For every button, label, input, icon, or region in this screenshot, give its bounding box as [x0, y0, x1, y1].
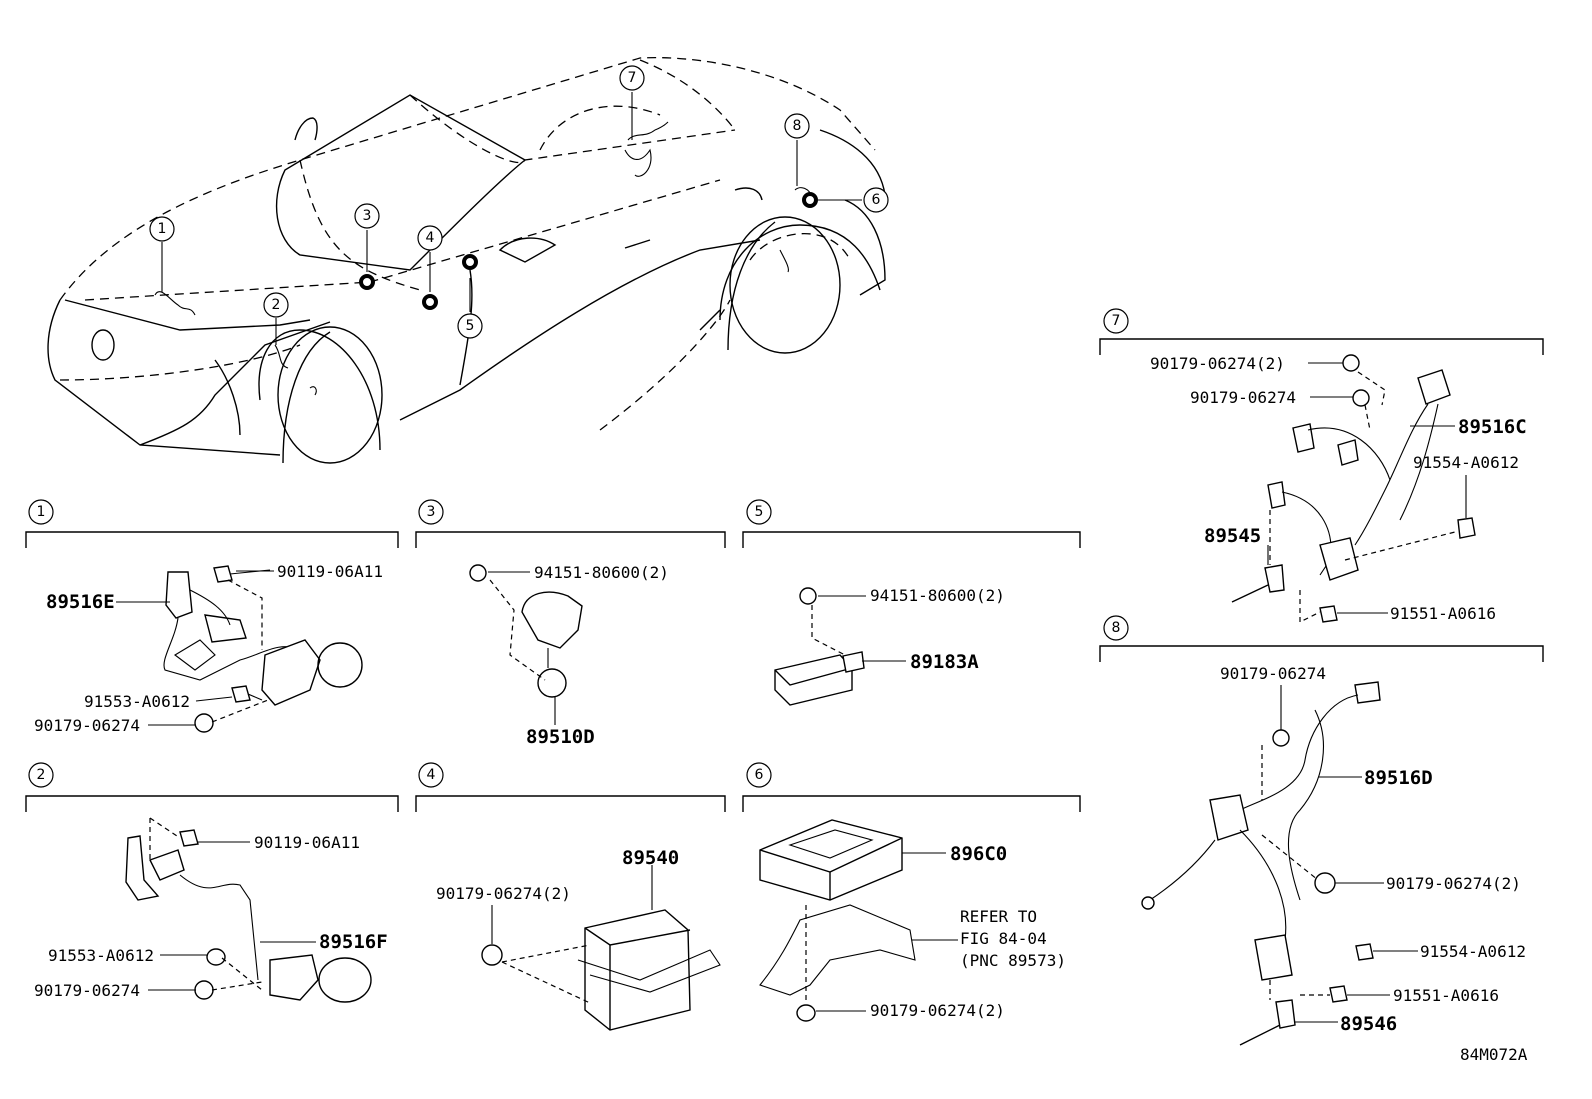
s7-part-90179-06274-2: 90179-06274(2)	[1150, 354, 1285, 373]
car-callout-8: 8	[784, 113, 810, 139]
section-header-4: 4	[418, 762, 444, 788]
car-overview-illustration	[47, 56, 886, 464]
svg-text:4: 4	[426, 230, 435, 246]
car-callout-1: 1	[149, 216, 175, 242]
s8-part-90179-06274-2: 90179-06274(2)	[1386, 874, 1521, 893]
section-header-8: 8	[1103, 615, 1129, 641]
svg-text:6: 6	[872, 192, 881, 208]
car-callout-4: 4	[417, 225, 443, 251]
section-header-6: 6	[746, 762, 772, 788]
s6-reference-line-3: (PNC 89573)	[960, 951, 1066, 970]
s1-part-91553-A0612: 91553-A0612	[84, 692, 190, 711]
svg-text:5: 5	[755, 504, 764, 520]
svg-text:8: 8	[793, 118, 802, 134]
section-3-drawing	[469, 564, 583, 725]
section-header-3: 3	[418, 499, 444, 525]
section-7-drawing	[1231, 354, 1476, 623]
svg-text:4: 4	[427, 767, 436, 783]
s2-part-90119-06A11: 90119-06A11	[254, 833, 360, 852]
svg-text:1: 1	[37, 504, 46, 520]
section-1-drawing	[116, 565, 363, 733]
s8-part-91554-A0612: 91554-A0612	[1420, 942, 1526, 961]
s1-part-90119-06A11: 90119-06A11	[277, 562, 383, 581]
svg-text:2: 2	[272, 297, 281, 313]
s7-part-91554-A0612: 91554-A0612	[1413, 453, 1519, 472]
s1-part-90179-06274: 90179-06274	[34, 716, 140, 735]
car-callout-5: 5	[457, 313, 483, 339]
s8-part-89546: 89546	[1340, 1013, 1397, 1035]
s5-part-94151-80600: 94151-80600(2)	[870, 586, 1005, 605]
svg-text:7: 7	[1112, 313, 1121, 329]
s8-part-91551-A0616: 91551-A0616	[1393, 986, 1499, 1005]
svg-text:7: 7	[628, 70, 637, 86]
s6-reference-line-1: REFER TO	[960, 907, 1037, 926]
car-callout-7: 7	[619, 65, 645, 91]
s1-part-89516E: 89516E	[46, 591, 115, 613]
s7-part-89516C: 89516C	[1458, 416, 1527, 438]
s7-part-89545: 89545	[1204, 525, 1261, 547]
section-6-drawing	[759, 819, 958, 1022]
section-8-drawing	[1141, 681, 1418, 1046]
s6-reference-line-2: FIG 84-04	[960, 929, 1047, 948]
svg-text:3: 3	[363, 208, 372, 224]
section-header-2: 2	[28, 762, 54, 788]
car-callout-6: 6	[863, 187, 889, 213]
s8-part-90179-06274: 90179-06274	[1220, 664, 1326, 683]
s4-part-89540: 89540	[622, 847, 679, 869]
diagram-code: 84M072A	[1460, 1045, 1528, 1064]
s6-part-896C0: 896C0	[950, 843, 1007, 865]
car-callout-3: 3	[354, 203, 380, 229]
section-5-drawing	[774, 587, 906, 706]
s2-part-90179-06274: 90179-06274	[34, 981, 140, 1000]
s7-part-91551-A0616: 91551-A0616	[1390, 604, 1496, 623]
svg-text:6: 6	[755, 767, 764, 783]
s4-part-90179-06274: 90179-06274(2)	[436, 884, 571, 903]
s6-part-90179-06274: 90179-06274(2)	[870, 1001, 1005, 1020]
section-2-drawing	[125, 817, 372, 1003]
section-header-5: 5	[746, 499, 772, 525]
s3-part-89510D: 89510D	[526, 726, 595, 748]
s2-part-91553-A0612: 91553-A0612	[48, 946, 154, 965]
s8-part-89516D: 89516D	[1364, 767, 1433, 789]
s5-part-89183A: 89183A	[910, 651, 979, 673]
svg-text:5: 5	[466, 318, 475, 334]
car-callout-2: 2	[263, 292, 289, 318]
section-header-7: 7	[1103, 308, 1129, 334]
svg-text:2: 2	[37, 767, 46, 783]
s2-part-89516F: 89516F	[319, 931, 388, 953]
svg-text:1: 1	[158, 221, 167, 237]
svg-text:8: 8	[1112, 620, 1121, 636]
s7-part-90179-06274: 90179-06274	[1190, 388, 1296, 407]
svg-text:3: 3	[427, 504, 436, 520]
section-header-1: 1	[28, 499, 54, 525]
section-brackets	[25, 338, 1544, 812]
section-4-drawing	[481, 865, 721, 1031]
s3-part-94151-80600: 94151-80600(2)	[534, 563, 669, 582]
